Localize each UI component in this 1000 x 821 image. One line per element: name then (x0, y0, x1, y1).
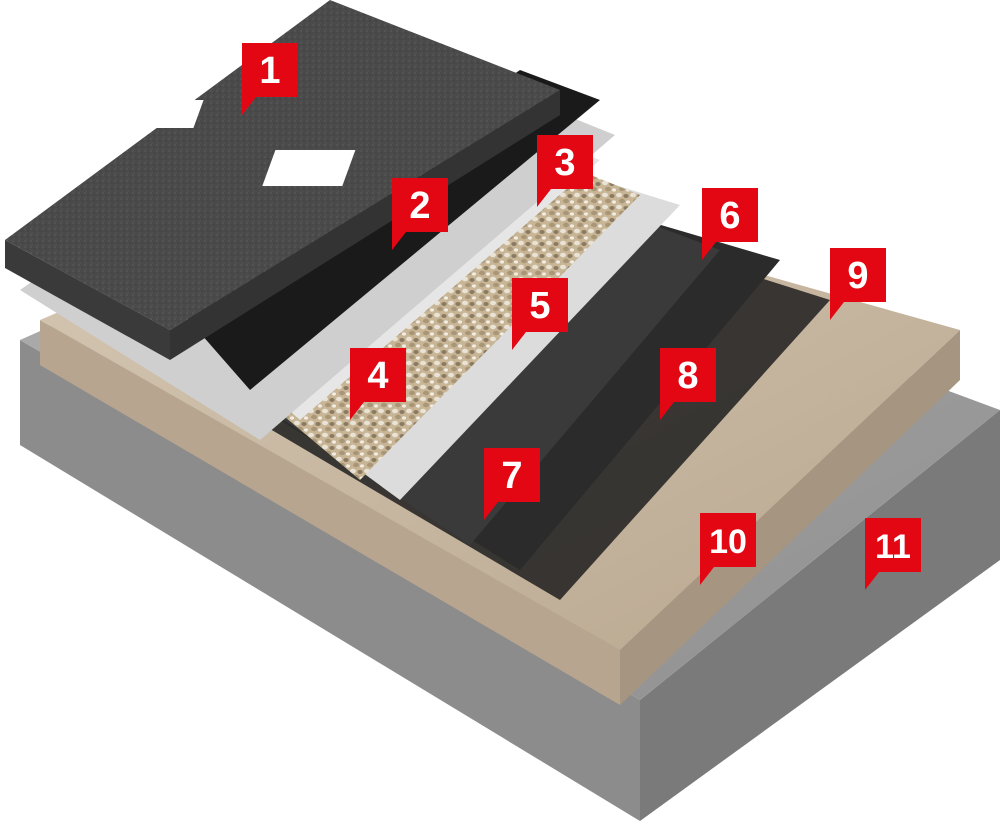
badge-shape (242, 43, 298, 115)
badge-label: 11 (875, 528, 911, 566)
badge-label: 4 (367, 355, 388, 397)
badge-label: 7 (501, 455, 522, 497)
badge-shape (702, 188, 758, 260)
badge-shape (537, 135, 593, 207)
badge-layer-3: 3 (537, 135, 593, 207)
badge-layer-5: 5 (512, 278, 568, 350)
badge-layer-8: 8 (660, 348, 716, 420)
badge-label: 3 (554, 142, 575, 184)
badge-layer-10: 10 (700, 513, 756, 585)
badge-label: 5 (529, 285, 550, 327)
badge-shape (865, 518, 921, 590)
badge-label: 10 (709, 523, 747, 561)
badge-layer-6: 6 (702, 188, 758, 260)
badge-label: 9 (847, 255, 868, 297)
badge-layer-4: 4 (350, 348, 406, 420)
badge-shape (484, 448, 540, 520)
badge-shape (392, 178, 448, 250)
badge-layer-7: 7 (484, 448, 540, 520)
badge-label: 1 (259, 50, 280, 92)
badge-layer-1: 1 (242, 43, 298, 115)
badge-shape (350, 348, 406, 420)
badge-shape (830, 248, 886, 320)
badge-layer-11: 11 (865, 518, 921, 590)
badge-layer-2: 2 (392, 178, 448, 250)
badge-label: 2 (409, 185, 430, 227)
badge-layer-9: 9 (830, 248, 886, 320)
badge-label: 8 (677, 355, 698, 397)
badge-shape (700, 513, 756, 585)
badge-label: 6 (719, 195, 740, 237)
insulation-boards (5, 0, 560, 360)
badge-shape (660, 348, 716, 420)
badge-shape (512, 278, 568, 350)
